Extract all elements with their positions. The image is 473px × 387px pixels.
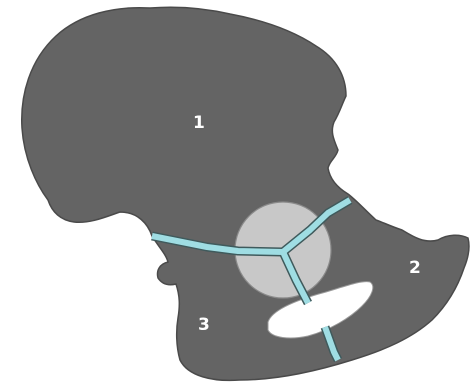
region-label-1: 1 [193,113,205,133]
hip-bone-outline [22,7,469,380]
region-label-3: 3 [198,315,210,335]
region-label-2: 2 [409,258,421,278]
